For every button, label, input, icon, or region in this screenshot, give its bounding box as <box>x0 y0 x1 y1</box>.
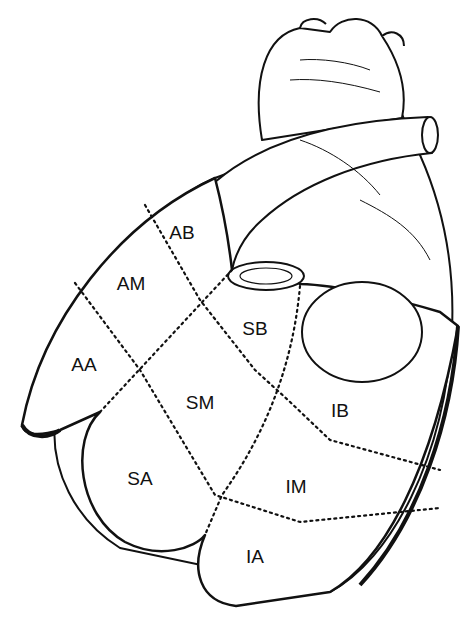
vein-ring <box>228 262 304 290</box>
flap-opening <box>302 282 422 382</box>
segment-label: SM <box>184 392 217 413</box>
vessel-opening <box>422 117 438 153</box>
segment-label: AM <box>115 273 148 294</box>
segment-label: AA <box>69 354 98 375</box>
segment-label: IB <box>329 400 351 421</box>
vein-ring-inner <box>240 268 292 284</box>
flap-outline <box>22 178 458 606</box>
heart-shading <box>290 59 430 260</box>
pulmonary-trunk <box>215 117 432 270</box>
segment-boundary <box>145 205 440 470</box>
vessel-stub <box>300 19 404 46</box>
segment-label: SA <box>125 468 154 489</box>
segment-label: IM <box>283 476 308 497</box>
segment-label: SB <box>240 318 269 339</box>
segment-label: IA <box>244 546 266 567</box>
segment-boundary <box>75 283 440 522</box>
segment-label: AB <box>167 222 196 243</box>
segment-boundary <box>100 270 232 412</box>
